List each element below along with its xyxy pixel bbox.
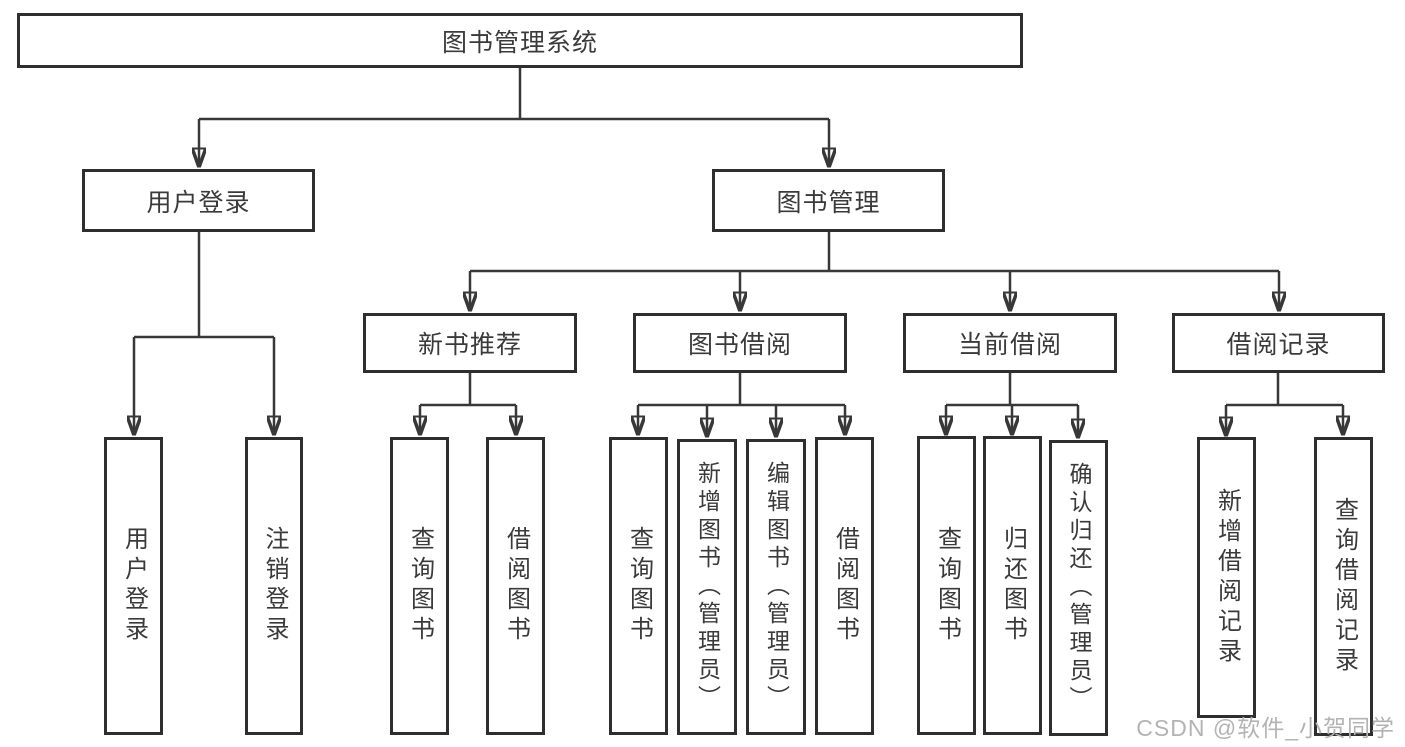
node-new-book-recommend: 新书推荐 [363,313,577,373]
leaf-user-login: 用户登录 [104,437,163,735]
node-current-borrow: 当前借阅 [903,313,1117,373]
leaf-current-return: 归还图书 [983,436,1042,735]
leaf-current-query: 查询图书 [917,436,976,735]
leaf-newbook-query: 查询图书 [390,437,449,735]
leaf-current-confirm-admin: 确认归还（管理员） [1049,440,1108,736]
leaf-borrow-add-admin: 新增图书（管理员） [677,439,737,735]
leaf-record-add: 新增借阅记录 [1197,437,1256,718]
leaf-logout: 注销登录 [245,437,303,735]
watermark-text: CSDN @软件_小贺同学 [1136,715,1395,741]
leaf-borrow-query: 查询图书 [609,437,668,735]
leaf-record-query: 查询借阅记录 [1314,437,1373,736]
leaf-borrow-edit-admin: 编辑图书（管理员） [746,439,806,735]
node-book-borrow: 图书借阅 [633,313,847,373]
node-user-login: 用户登录 [82,169,315,232]
node-root: 图书管理系统 [17,13,1023,68]
node-borrow-records: 借阅记录 [1172,313,1385,373]
leaf-borrow-borrow: 借阅图书 [815,437,874,735]
node-book-mgmt: 图书管理 [712,169,945,232]
leaf-newbook-borrow: 借阅图书 [486,437,545,735]
